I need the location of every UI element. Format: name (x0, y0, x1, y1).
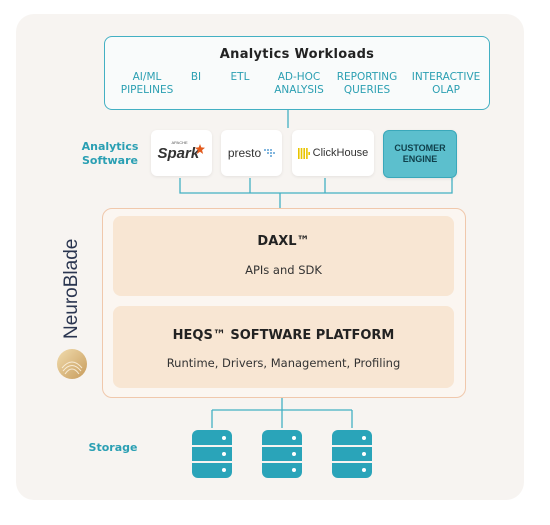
daxl-subtitle: APIs and SDK (245, 263, 322, 277)
daxl-layer: DAXL™ APIs and SDK (113, 216, 454, 296)
presto-logo-icon: presto (228, 146, 276, 160)
neuroblade-brand: NeuroBlade (50, 238, 94, 388)
clickhouse-tile: ClickHouse (292, 130, 374, 176)
database-icon (191, 429, 233, 479)
heqs-layer: HEQS™ SOFTWARE PLATFORM Runtime, Drivers… (113, 306, 454, 388)
database-icon (261, 429, 303, 479)
storage-label: Storage (88, 441, 138, 454)
spark-tile: APACHE Spark (151, 130, 212, 176)
spark-logo-icon: APACHE Spark (158, 140, 206, 166)
presto-tile: presto (221, 130, 282, 176)
heqs-title: HEQS™ SOFTWARE PLATFORM (172, 328, 395, 343)
heqs-subtitle: Runtime, Drivers, Management, Profiling (166, 356, 401, 370)
clickhouse-logo-icon: ClickHouse (297, 147, 368, 159)
workload-etl: ETL (230, 71, 250, 83)
workload-bi: BI (190, 71, 202, 83)
database-icon (331, 429, 373, 479)
daxl-title: DAXL™ (257, 234, 310, 249)
neuroblade-logo-icon (57, 349, 87, 379)
workloads-title: Analytics Workloads (219, 47, 375, 62)
